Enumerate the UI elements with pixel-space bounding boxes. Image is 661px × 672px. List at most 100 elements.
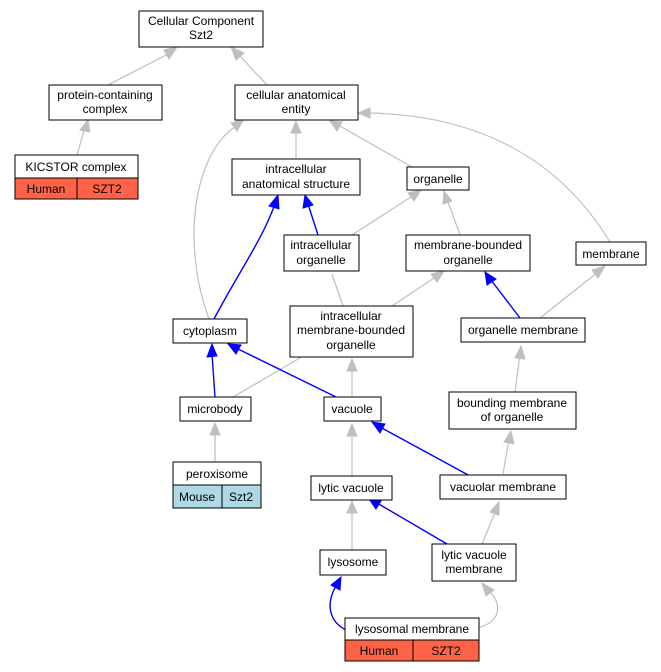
arrowhead (79, 118, 91, 133)
node-intracellular-membrane-bounded-organelle[interactable]: intracellular membrane-bounded organelle (289, 305, 414, 358)
node-intracellular-organelle[interactable]: intracellular organelle (283, 234, 360, 272)
node-cytoplasm[interactable]: cytoplasm (172, 318, 248, 344)
arrowhead (514, 344, 526, 360)
node-label: membrane-bounded (297, 323, 405, 337)
node-organelle-membrane[interactable]: organelle membrane (460, 317, 586, 343)
edge-imbo-to-mbo (391, 275, 438, 307)
arrowhead (268, 193, 280, 210)
node-label: protein-containing (57, 88, 152, 102)
arrowhead (370, 421, 386, 434)
node-lytic-vacuole[interactable]: lytic vacuole (310, 475, 393, 501)
node-label: vacuolar membrane (450, 480, 556, 494)
node-microbody[interactable]: microbody (179, 396, 252, 422)
node-lysosomal-membrane[interactable]: lysosomal membrane Human SZT2 (344, 617, 480, 662)
edge-kicstor-to-pcc (76, 126, 86, 156)
node-label: membrane (445, 562, 503, 576)
node-label: organelle (443, 253, 493, 267)
edge-organelle-to-cae (337, 124, 413, 168)
edge-lm-to-lvm (477, 589, 499, 629)
species-label: Human (360, 644, 399, 658)
node-membrane[interactable]: membrane (575, 241, 647, 266)
arrowhead (481, 581, 495, 597)
node-label: intracellular (290, 238, 351, 252)
node-label: vacuole (331, 402, 373, 416)
node-intracellular-anatomical-structure[interactable]: intracellular anatomical structure (231, 158, 361, 196)
arrowhead (346, 499, 358, 514)
node-label: bounding membrane (457, 396, 567, 410)
node-label: entity (282, 102, 311, 116)
node-cellular-anatomical-entity[interactable]: cellular anatomical entity (234, 84, 359, 121)
node-label: membrane-bounded (414, 238, 522, 252)
arrowhead (230, 118, 246, 132)
node-protein-containing-complex[interactable]: protein-containing complex (48, 84, 163, 121)
gene-cell (76, 177, 139, 200)
node-lytic-vacuole-membrane[interactable]: lytic vacuole membrane (431, 543, 517, 582)
node-kicstor-complex[interactable]: KICSTOR complex Human SZT2 (14, 154, 139, 200)
node-label: lytic vacuole (318, 481, 384, 495)
edge-cytoplasm-to-cae (193, 124, 239, 320)
gene-label: SZT2 (431, 644, 461, 658)
arrowhead (356, 107, 371, 119)
node-label: organelle (326, 338, 376, 352)
edge-vm-to-vacuole (379, 426, 471, 477)
species-label: Mouse (179, 490, 215, 504)
node-label: lysosome (328, 555, 379, 569)
arrowhead (346, 422, 358, 437)
edge-om-to-membrane (539, 271, 599, 319)
arrowhead (407, 189, 423, 202)
node-membrane-bounded-organelle[interactable]: membrane-bounded organelle (405, 234, 531, 272)
node-label: KICSTOR complex (25, 160, 126, 174)
node-label: of organelle (481, 410, 544, 424)
edge-lm-to-lysosome (329, 585, 347, 631)
node-vacuolar-membrane[interactable]: vacuolar membrane (439, 474, 567, 500)
edge-vacuole-to-cytoplasm (235, 347, 337, 398)
node-vacuole[interactable]: vacuole (323, 396, 382, 422)
node-label: cytoplasm (183, 324, 237, 338)
node-label: intracellular (320, 309, 381, 323)
node-cellular-component[interactable]: Cellular Component Szt2 (138, 10, 264, 48)
arrowhead (591, 265, 607, 279)
arrowhead (163, 46, 179, 60)
gene-label: Szt2 (229, 490, 253, 504)
node-label: organelle (413, 172, 463, 186)
node-label: Cellular Component (148, 14, 255, 28)
node-label: complex (83, 102, 128, 116)
node-organelle[interactable]: organelle (406, 166, 470, 191)
arrowhead (484, 270, 497, 286)
arrowhead (330, 575, 342, 591)
node-label: intracellular (265, 162, 326, 176)
edge-bmo-to-om (514, 353, 521, 393)
node-label: lytic vacuole (441, 548, 507, 562)
edge-microbody-to-imbo (232, 354, 306, 398)
node-peroxisome[interactable]: peroxisome Mouse Szt2 (172, 461, 262, 509)
node-label: peroxisome (186, 467, 248, 481)
arrowhead (489, 500, 500, 516)
arrowhead (346, 357, 358, 372)
gene-label: SZT2 (92, 182, 122, 196)
edge-io-to-ias (307, 203, 319, 236)
edge-cae-to-root (237, 53, 269, 87)
edge-io-to-organelle (351, 194, 415, 236)
is-a-edges (76, 46, 611, 629)
species-label: Human (27, 182, 66, 196)
node-label: Szt2 (189, 28, 213, 42)
arrowhead (430, 270, 446, 283)
node-lysosome[interactable]: lysosome (319, 549, 387, 576)
arrowhead (209, 421, 221, 436)
edge-protein-complex-to-root (105, 52, 171, 87)
node-label: membrane (582, 247, 640, 261)
edge-om-to-mbo (490, 279, 521, 319)
node-label: organelle (296, 253, 346, 267)
arrowhead (503, 429, 515, 445)
arrowhead (226, 343, 242, 355)
node-label: anatomical structure (242, 177, 350, 191)
node-label: microbody (187, 402, 242, 416)
arrowhead (328, 120, 343, 132)
edge-lvm-to-lv (376, 502, 448, 545)
node-bounding-membrane-of-organelle[interactable]: bounding membrane of organelle (448, 391, 577, 430)
arrowhead (290, 119, 302, 134)
arrowhead (230, 46, 245, 61)
node-label: cellular anatomical (246, 88, 345, 102)
edge-microbody-to-cytoplasm (211, 353, 216, 398)
